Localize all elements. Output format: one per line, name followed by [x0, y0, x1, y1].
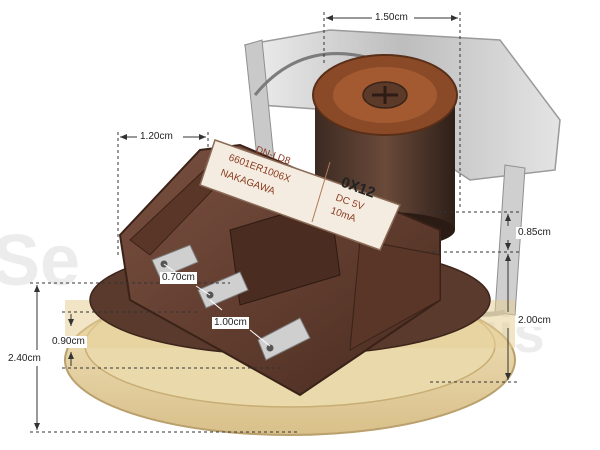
dimension-label: 0.85cm	[516, 227, 553, 239]
label-plate	[199, 139, 402, 251]
watermark: Se	[0, 221, 81, 301]
dimension-label: 0.90cm	[50, 336, 87, 348]
terminals	[151, 244, 311, 361]
dimension-label: 1.20cm	[138, 131, 175, 143]
dimension-label: 1.50cm	[373, 12, 410, 24]
dimension-label: 1.00cm	[212, 317, 249, 329]
dimension-guides	[30, 12, 520, 433]
dimension-label: 0.70cm	[160, 272, 197, 284]
dimension-label: 2.00cm	[516, 315, 553, 327]
dimension-label: 2.40cm	[6, 353, 43, 365]
